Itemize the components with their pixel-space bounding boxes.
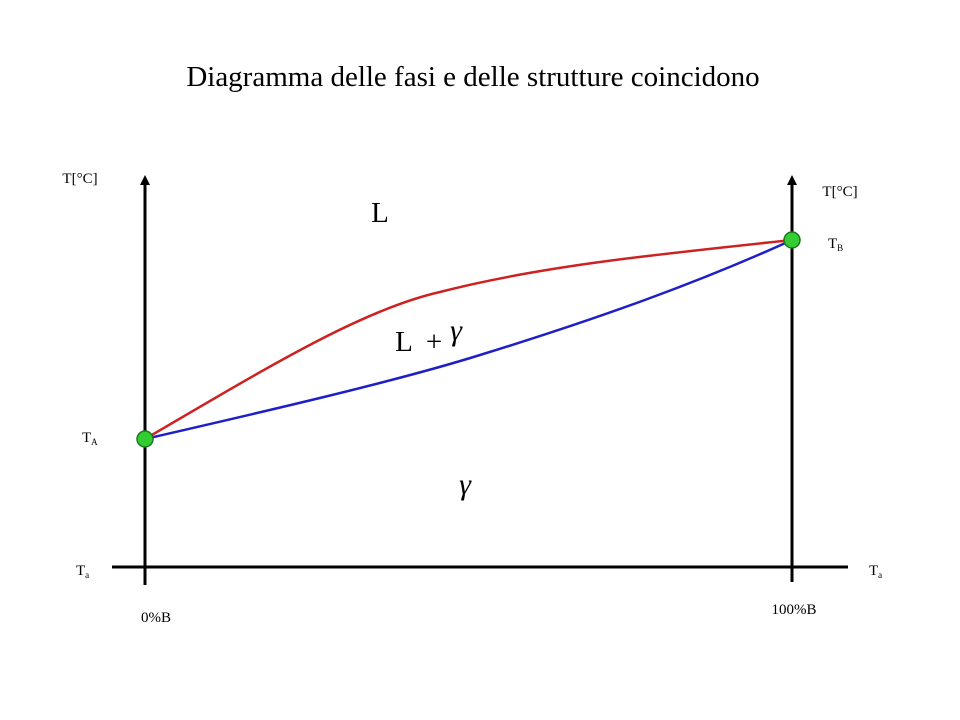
region-two-phase-gamma: γ (450, 314, 463, 347)
composition-left-label: 0%B (141, 610, 171, 626)
melting-point-b-label: TB (828, 236, 843, 253)
ambient-temp-left-label: Ta (76, 563, 89, 580)
composition-right-label: 100%B (772, 602, 817, 618)
region-liquid-label: L (371, 197, 389, 229)
region-two-phase-l: L (395, 326, 413, 358)
diagram-title: Diagramma delle fasi e delle strutture c… (186, 61, 759, 93)
melting-point-b-marker (783, 231, 801, 249)
right-axis-label: T[°C] (822, 184, 857, 200)
liquidus-curve (144, 238, 793, 441)
solidus-curve (144, 238, 793, 441)
left-axis-label: T[°C] (62, 171, 97, 187)
ambient-temp-right-label: Ta (869, 563, 882, 580)
melting-point-a-label: TA (82, 430, 98, 447)
region-two-phase-plus: + (426, 326, 442, 358)
melting-point-a-marker (136, 430, 154, 448)
region-solid-label: γ (459, 468, 472, 501)
